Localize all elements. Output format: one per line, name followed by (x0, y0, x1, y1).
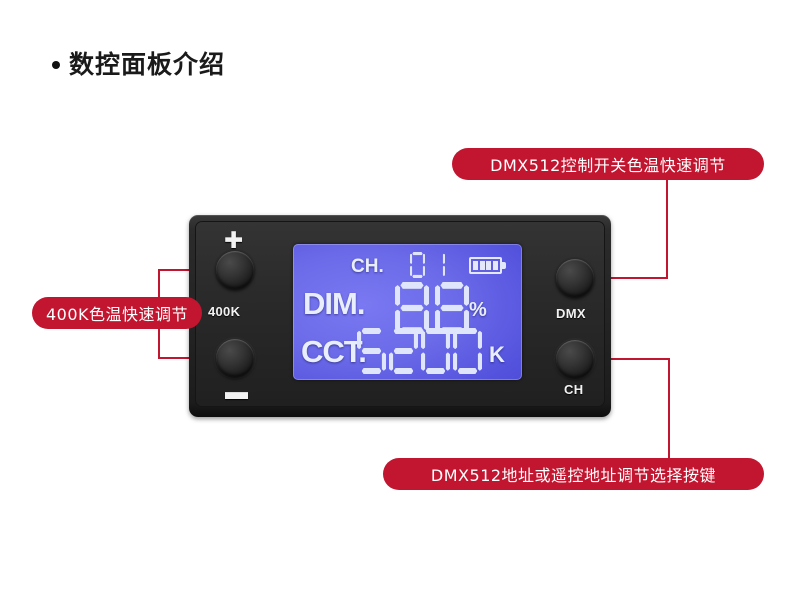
lcd-percent-unit: % (469, 299, 487, 321)
battery-bar (486, 261, 492, 270)
lcd-channel-label: CH. (351, 256, 384, 277)
page-title: 数控面板介绍 (52, 52, 225, 77)
lcd-cct-value (357, 328, 482, 374)
bullet-icon (52, 60, 60, 69)
decrease-button[interactable] (216, 339, 254, 377)
seven-segment-digit (421, 328, 450, 374)
leader-line-dmx-vertical (666, 180, 668, 278)
battery-tip (502, 262, 506, 269)
seven-segment-digit (453, 328, 482, 374)
battery-bar (479, 261, 485, 270)
increase-button[interactable] (216, 251, 254, 289)
seven-segment-digit (389, 328, 418, 374)
lcd-display: CH. DIM. % CCT. K (293, 244, 522, 380)
callout-dmx-address: DMX512地址或遥控地址调节选择按键 (383, 458, 764, 490)
callout-dmx-address-label: DMX512地址或遥控地址调节选择按键 (430, 466, 717, 485)
lcd-dim-value (395, 282, 469, 334)
seven-segment-digit (357, 328, 386, 374)
lcd-kelvin-unit: K (489, 342, 505, 367)
seven-segment-digit (435, 282, 469, 334)
seven-segment-digit (430, 252, 445, 278)
plus-icon: ✚ (224, 227, 244, 253)
battery-bar (492, 261, 498, 270)
battery-bar (473, 261, 479, 270)
callout-400k: 400K色温快速调节 (32, 297, 202, 329)
label-ch: CH (564, 382, 584, 397)
battery-icon (469, 257, 507, 274)
label-dmx: DMX (556, 306, 586, 321)
lcd-channel-value (410, 252, 445, 278)
callout-dmx-switch: DMX512控制开关色温快速调节 (452, 148, 764, 180)
leader-line-ch-horizontal (578, 358, 670, 360)
label-400k: 400K (208, 304, 241, 319)
battery-body (469, 257, 502, 274)
callout-dmx-switch-label: DMX512控制开关色温快速调节 (490, 156, 726, 175)
ch-button[interactable] (556, 340, 594, 378)
lcd-cct-label: CCT. (301, 334, 367, 369)
page-title-text: 数控面板介绍 (69, 50, 226, 79)
lcd-dim-label: DIM. (303, 286, 365, 321)
seven-segment-digit (410, 252, 425, 278)
leader-line-ch-vertical (668, 358, 670, 458)
callout-400k-label: 400K色温快速调节 (45, 305, 189, 324)
seven-segment-digit (395, 282, 429, 334)
minus-icon: ▬ (225, 378, 248, 404)
leader-line-dmx-horizontal (578, 277, 668, 279)
dmx-button[interactable] (556, 259, 594, 297)
